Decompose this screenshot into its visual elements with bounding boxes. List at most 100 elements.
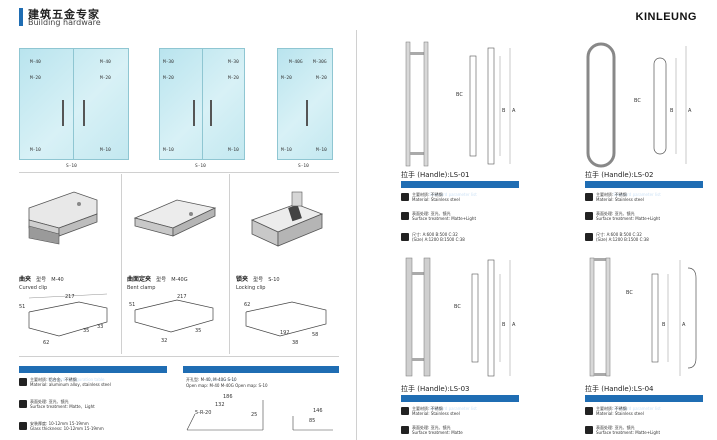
spec-en: Surface treatment: Matte+Light <box>596 216 661 221</box>
spec-cn: 安装厚度: 10-12mm 15-19mm <box>30 421 89 426</box>
page-divider <box>356 30 357 440</box>
dim-label: B <box>502 322 506 328</box>
config-band-cn: 标准配置表 <box>22 377 42 382</box>
handle-ls-01-drawing: BC B A <box>405 41 516 167</box>
dim-label: 5-R-20 <box>195 410 211 416</box>
handle-bar-right <box>83 100 85 126</box>
part-model-prefix: 型号 <box>156 277 167 283</box>
handle-ls-03-material: 主要材质: 不锈钢 Material: Stainless steel <box>412 406 460 416</box>
spec-surface: 表面处理: 亚光、镜光 Surface treatment: Matte、Lig… <box>30 399 95 409</box>
label-tl: M-30 <box>163 60 174 65</box>
header-title-cn: 建筑五金专家 <box>28 8 100 21</box>
dim-label: 62 <box>43 340 49 346</box>
opening-line-1: 开孔型: M-40, M-40G S-10 <box>186 377 237 382</box>
handle-bar-left <box>193 100 195 126</box>
part-title-bent: 曲面定夹 型号 M-40G Bent clamp <box>127 266 188 291</box>
handle-ls-02-band: 标准参数表 Standard parameter list <box>585 181 703 197</box>
part-model: M-40G <box>171 277 188 283</box>
surface-icon <box>585 212 593 220</box>
dim-label: 51 <box>129 302 135 308</box>
handle-ls-02-size: 尺寸: A:600 B:500 C:32 (Size) A:1200 B:150… <box>596 232 649 242</box>
curved-clip-dimension-drawing: 217 51 35 33 62 <box>19 293 108 346</box>
material-icon <box>401 407 409 415</box>
opening-band: 门夹开孔 Glass opening <box>183 366 339 382</box>
dim-label: BC <box>634 98 641 104</box>
band-en: Standard parameter list <box>613 192 661 197</box>
row-divider <box>19 356 339 357</box>
bent-clamp-illustration <box>133 199 217 237</box>
part-name-en: Bent clamp <box>127 285 156 291</box>
surface-icon <box>19 400 27 408</box>
opening-band-cn: 门夹开孔 <box>186 377 202 382</box>
handle-ls-02-material: 主要材质: 不锈钢 Material: Stainless steel <box>596 192 644 202</box>
handle-ls-04-drawing: BC B A <box>589 257 697 377</box>
spec-en: Surface treatment: Matte+Light <box>596 430 661 435</box>
handle-ls-01-surface: 表面处理: 亚光、镜光 Surface treatment: Matte+Lig… <box>412 211 476 221</box>
door-split <box>202 48 203 160</box>
part-model: M-40 <box>51 277 64 283</box>
label-ml: M-20 <box>30 76 41 81</box>
handle-ls-04-surface: 表面处理: 亚光、镜光 Surface treatment: Matte+Lig… <box>596 425 660 435</box>
dim-label: 132 <box>215 402 225 408</box>
handle-ls-03-surface: 表面处理: 亚光、镜光 Surface treatment: Matte <box>412 425 463 435</box>
spec-en: Surface treatment: Matte+Light <box>412 216 477 221</box>
spec-en: (Size) A:1200 B:1500 C:38 <box>596 237 649 242</box>
dim-label: 85 <box>309 418 315 424</box>
label-tr: M-30G <box>313 60 327 65</box>
dim-label: 62 <box>244 302 250 308</box>
material-icon <box>585 407 593 415</box>
handle-ls-04-material: 主要材质: 不锈钢 Material: Stainless steel <box>596 406 644 416</box>
band-cn: 标准参数表 <box>588 406 608 411</box>
spec-cn: 表面处理: 亚光、镜光 <box>412 211 451 216</box>
part-title-locking: 锁夹 型号 S-10 Locking clip <box>236 266 280 291</box>
opening-drawing: 186 132 5-R-20 25 146 85 <box>186 394 333 431</box>
part-model: S-10 <box>268 277 280 283</box>
spec-cn: 尺寸: A:600 B:500 C:32 <box>412 232 458 237</box>
surface-icon <box>401 426 409 434</box>
band-en: Standard parameter list <box>613 406 661 411</box>
handle-ls-01-title: 拉手 (Handle):LS-01 <box>401 171 470 179</box>
row-divider <box>19 172 339 173</box>
door-glass <box>277 48 333 160</box>
label-tl: M-40G <box>289 60 303 65</box>
dim-label: B <box>502 108 506 114</box>
part-name-en: Curved clip <box>19 285 48 291</box>
dim-label: B <box>662 322 666 328</box>
surface-icon <box>401 212 409 220</box>
curved-clip-illustration <box>28 191 98 245</box>
spec-cn: 主要材质: 不锈钢 <box>412 406 443 411</box>
part-name-en: Locking clip <box>236 285 266 291</box>
spec-cn: 尺寸: A:600 B:500 C:32 <box>596 232 642 237</box>
dim-label: BC <box>626 290 633 296</box>
dim-label: A <box>512 322 516 328</box>
door-glass <box>19 48 129 160</box>
door-split <box>73 48 74 160</box>
handle-bar-left <box>62 100 64 126</box>
label-br: M-10 <box>228 148 239 153</box>
size-icon <box>585 233 593 241</box>
label-bl: M-10 <box>30 148 41 153</box>
spec-cn: 主要材质: 不锈钢 <box>596 406 627 411</box>
dim-label: 192 <box>280 330 290 336</box>
band-en: Standard parameter list <box>429 406 477 411</box>
config-band-en: Standard configuration table <box>47 377 105 382</box>
handle-ls-02-surface: 表面处理: 亚光、镜光 Surface treatment: Matte+Lig… <box>596 211 660 221</box>
label-ml: M-20 <box>163 76 174 81</box>
spec-cn: 主要材质: 铝合金、不锈钢 <box>30 377 77 382</box>
spec-cn: 表面处理: 亚光、镜光 <box>596 211 635 216</box>
handle-bar <box>306 100 308 126</box>
dim-label: BC <box>456 92 463 98</box>
locking-clip-dimension-drawing: 62 192 58 38 <box>244 301 327 346</box>
spec-cn: 主要材质: 不锈钢 <box>412 192 443 197</box>
handle-ls-04-title: 拉手 (Handle):LS-04 <box>585 385 654 393</box>
material-icon <box>585 193 593 201</box>
part-name-cn: 曲面定夹 <box>127 276 152 283</box>
part-name-cn: 曲夹 <box>19 276 32 283</box>
bent-clamp-dimension-drawing: 217 51 35 32 <box>129 294 214 344</box>
header-title-en: Building hardware <box>28 18 101 27</box>
part-model-prefix: 型号 <box>253 277 264 283</box>
spec-en: Material: Stainless steel <box>412 411 460 416</box>
label-bottom: S-10 <box>66 164 77 169</box>
handle-ls-01-material: 主要材质: 不锈钢 Material: Stainless steel <box>412 192 460 202</box>
brand-logo: KINLEUNG <box>635 11 697 23</box>
